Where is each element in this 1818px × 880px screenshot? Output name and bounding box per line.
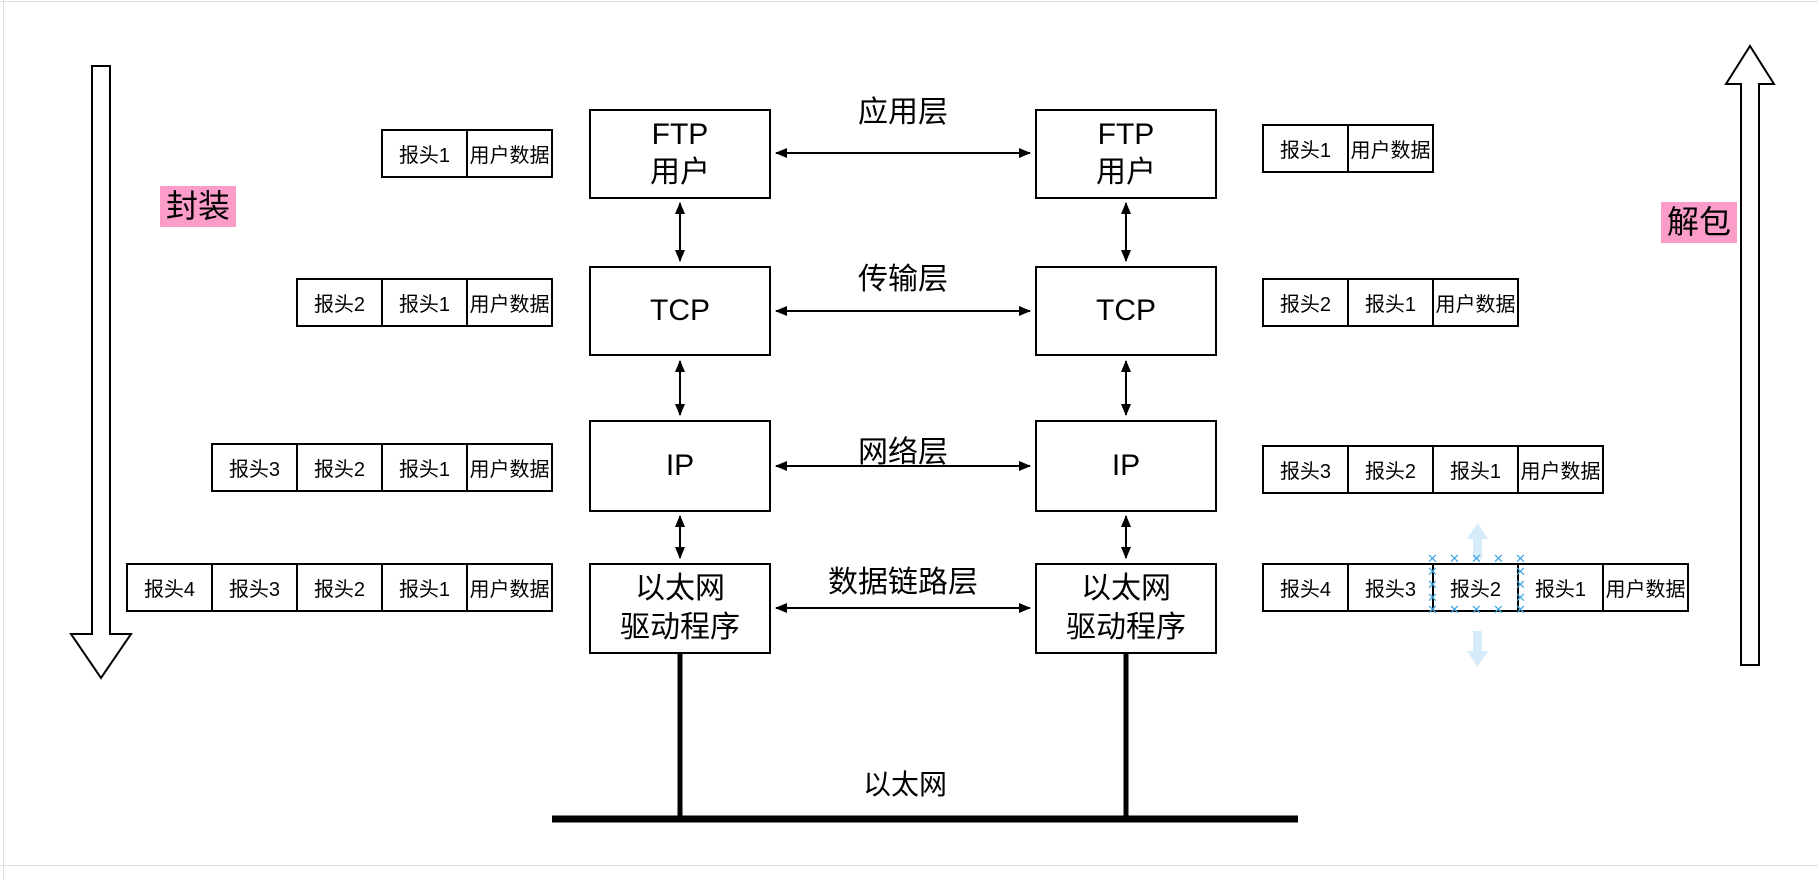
selection-handles: ✕ ✕ ✕ ✕ ✕ ✕ ✕ ✕ ✕ ✕ ✕ ✕ ✕ ✕ ✕ ✕: [1427, 553, 1526, 617]
selection-handle[interactable]: ✕: [1515, 578, 1526, 593]
packet-cell[interactable]: 用户数据: [1517, 445, 1604, 494]
decapsulate-label[interactable]: 解包: [1661, 202, 1738, 243]
datalink-layer-label[interactable]: 数据链路层: [828, 566, 978, 599]
packet-cell[interactable]: 报头2: [296, 443, 383, 492]
selection-handle[interactable]: ✕: [1515, 603, 1526, 618]
packet-cell[interactable]: 报头2: [296, 563, 383, 612]
move-up-arrow[interactable]: [1467, 523, 1488, 559]
packet-cell[interactable]: 报头3: [211, 443, 298, 492]
packet-cell[interactable]: 报头1: [381, 278, 468, 327]
left-ip-box[interactable]: IP: [589, 420, 771, 512]
selection-handle[interactable]: ✕: [1449, 603, 1460, 618]
ethernet-label[interactable]: 以太网: [862, 769, 947, 800]
left-packet-row-2: 报头2 报头1 用户数据: [296, 278, 553, 327]
selection-handle[interactable]: ✕: [1471, 552, 1482, 567]
selection-handle[interactable]: ✕: [1427, 591, 1438, 606]
selection-handle[interactable]: ✕: [1427, 565, 1438, 580]
right-tcp-box[interactable]: TCP: [1035, 266, 1217, 356]
canvas-left-edge: [3, 0, 4, 880]
packet-cell[interactable]: 报头3: [1262, 445, 1349, 494]
selection-handle[interactable]: ✕: [1471, 603, 1482, 618]
selection-handle[interactable]: ✕: [1449, 552, 1460, 567]
selection-handle[interactable]: ✕: [1493, 552, 1504, 567]
left-ethernet-driver-box[interactable]: 以太网 驱动程序: [589, 563, 771, 654]
right-packet-row-1: 报头1 用户数据: [1262, 124, 1434, 173]
selection-handle[interactable]: ✕: [1427, 552, 1438, 567]
right-ethernet-driver-box[interactable]: 以太网 驱动程序: [1035, 563, 1217, 654]
packet-cell[interactable]: 报头1: [381, 563, 468, 612]
right-packet-row-3: 报头3 报头2 报头1 用户数据: [1262, 445, 1604, 494]
left-tcp-box[interactable]: TCP: [589, 266, 771, 356]
packet-cell[interactable]: 报头1: [381, 129, 468, 178]
packet-cell[interactable]: 报头1: [1517, 563, 1604, 612]
packet-cell[interactable]: 报头2: [1347, 445, 1434, 494]
selection-handle[interactable]: ✕: [1515, 565, 1526, 580]
packet-cell[interactable]: 报头1: [1262, 124, 1349, 173]
right-ftp-user-box[interactable]: FTP 用户: [1035, 109, 1217, 199]
packet-cell[interactable]: 报头4: [126, 563, 213, 612]
application-layer-label[interactable]: 应用层: [858, 96, 948, 129]
encapsulation-down-arrow[interactable]: [69, 65, 133, 680]
left-packet-row-3: 报头3 报头2 报头1 用户数据: [211, 443, 553, 492]
encapsulate-label[interactable]: 封装: [160, 186, 237, 227]
left-packet-row-1: 报头1 用户数据: [381, 129, 553, 178]
packet-cell[interactable]: 用户数据: [466, 443, 553, 492]
packet-cell[interactable]: 用户数据: [1347, 124, 1434, 173]
packet-cell[interactable]: 用户数据: [1602, 563, 1689, 612]
packet-cell[interactable]: 报头4: [1262, 563, 1349, 612]
right-ip-box[interactable]: IP: [1035, 420, 1217, 512]
selection-handle[interactable]: ✕: [1427, 578, 1438, 593]
selection-handle[interactable]: ✕: [1427, 603, 1438, 618]
packet-cell[interactable]: 用户数据: [1432, 278, 1519, 327]
decapsulation-up-arrow[interactable]: [1724, 44, 1776, 666]
packet-cell[interactable]: 报头1: [1347, 278, 1434, 327]
selected-packet-cell[interactable]: 报头2: [1432, 563, 1519, 612]
selection-handle[interactable]: ✕: [1515, 591, 1526, 606]
selection-handle[interactable]: ✕: [1493, 603, 1504, 618]
selection-handle[interactable]: ✕: [1515, 552, 1526, 567]
packet-cell[interactable]: 报头3: [211, 563, 298, 612]
packet-cell[interactable]: 报头2: [296, 278, 383, 327]
packet-cell[interactable]: 报头1: [1432, 445, 1519, 494]
right-packet-row-4: 报头4 报头3 报头2 报头1 用户数据: [1262, 563, 1689, 612]
right-packet-row-2: 报头2 报头1 用户数据: [1262, 278, 1519, 327]
left-ftp-user-box[interactable]: FTP 用户: [589, 109, 771, 199]
canvas-top-edge: [0, 1, 1818, 2]
packet-cell[interactable]: 报头3: [1347, 563, 1434, 612]
canvas-bottom-edge: [0, 865, 1818, 866]
packet-cell[interactable]: 用户数据: [466, 563, 553, 612]
packet-cell[interactable]: 报头2: [1262, 278, 1349, 327]
packet-cell[interactable]: 用户数据: [466, 278, 553, 327]
left-packet-row-4: 报头4 报头3 报头2 报头1 用户数据: [126, 563, 553, 612]
packet-cell[interactable]: 用户数据: [466, 129, 553, 178]
transport-layer-label[interactable]: 传输层: [858, 263, 948, 296]
move-down-arrow[interactable]: [1467, 631, 1488, 667]
packet-cell[interactable]: 报头1: [381, 443, 468, 492]
network-layer-label[interactable]: 网络层: [858, 436, 948, 469]
